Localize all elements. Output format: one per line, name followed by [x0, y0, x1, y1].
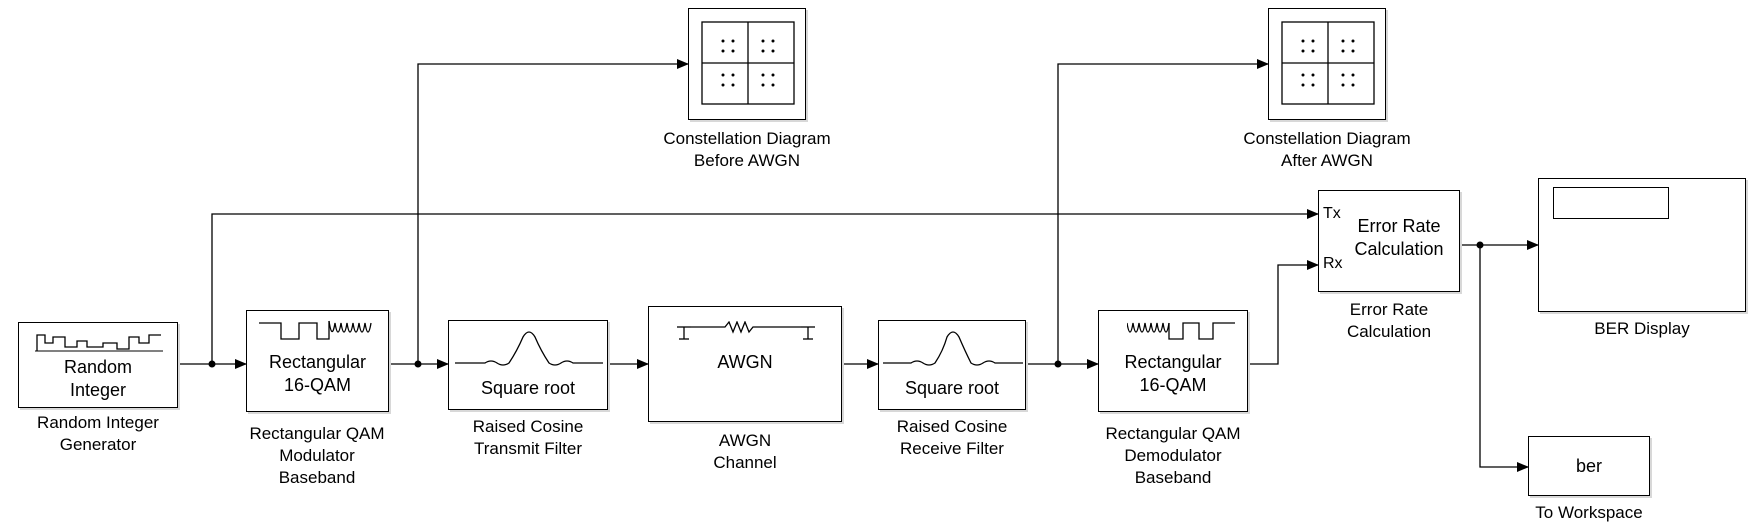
error-rate-text: Error Rate Calculation: [1354, 216, 1444, 259]
rx-filter-text: Square root: [904, 378, 1000, 398]
raised-cosine-icon: [455, 331, 603, 366]
qam-modulator-block[interactable]: Rectangular 16-QAM: [246, 310, 389, 412]
constellation-before-block[interactable]: [688, 8, 806, 120]
constellation-before-label: Constellation Diagram Before AWGN: [663, 129, 831, 170]
ber-display-block[interactable]: [1538, 178, 1746, 312]
constellation-after-label: Constellation Diagram After AWGN: [1243, 129, 1411, 170]
junction-dot: [1476, 241, 1484, 249]
to-workspace-text: ber: [1575, 456, 1602, 476]
random-integer-label: Random Integer Generator: [37, 413, 159, 454]
constellation-after-block[interactable]: [1268, 8, 1386, 120]
constellation-scope-icon: [1281, 21, 1375, 105]
wire-gen-to-tx: [211, 209, 1319, 364]
rx-filter-block[interactable]: Square root: [878, 320, 1026, 410]
random-integer-text: Random Integer: [63, 357, 133, 400]
ber-display-label: BER Display: [1594, 319, 1690, 338]
qam-modulator-text: Rectangular 16-QAM: [268, 352, 367, 395]
random-integer-block[interactable]: Random Integer: [18, 322, 178, 408]
error-rate-label: Error Rate Calculation: [1346, 300, 1432, 341]
awgn-label: AWGN Channel: [713, 431, 777, 472]
wire-demod-to-rx: [1248, 260, 1319, 365]
tx-filter-text: Square root: [480, 378, 576, 398]
tx-filter-label: Raised Cosine Transmit Filter: [472, 417, 584, 458]
qam-modulator-label: Rectangular QAM Modulator Baseband: [249, 424, 385, 487]
noise-channel-icon: [677, 321, 815, 340]
random-integer-icon: [35, 334, 163, 352]
error-rate-block[interactable]: Tx Rx Error Rate Calculation: [1318, 190, 1460, 292]
wire-rxfilter-to-const-after: [1057, 59, 1269, 364]
wire-mod-to-const-before: [417, 59, 689, 364]
raised-cosine-icon: [883, 331, 1023, 366]
display-value-field: [1553, 187, 1669, 219]
awgn-block[interactable]: AWGN: [648, 306, 842, 422]
demodulated-waveform-icon: [1127, 322, 1235, 340]
port-rx-label: Rx: [1323, 255, 1343, 272]
modulated-waveform-icon: [259, 320, 372, 340]
junction-dot: [414, 360, 422, 368]
wire-errrate-to-workspace: [1479, 245, 1529, 472]
to-workspace-block[interactable]: ber: [1528, 436, 1650, 496]
qam-demodulator-text: Rectangular 16-QAM: [1124, 352, 1222, 395]
tx-filter-block[interactable]: Square root: [448, 320, 608, 410]
junction-dot: [208, 360, 216, 368]
constellation-scope-icon: [701, 21, 795, 105]
awgn-text: AWGN: [717, 352, 773, 372]
qam-demodulator-block[interactable]: Rectangular 16-QAM: [1098, 310, 1248, 412]
rx-filter-label: Raised Cosine Receive Filter: [896, 417, 1008, 458]
to-workspace-label: To Workspace: [1535, 503, 1643, 522]
junction-dot: [1054, 360, 1062, 368]
qam-demodulator-label: Rectangular QAM Demodulator Baseband: [1105, 424, 1241, 487]
port-tx-label: Tx: [1323, 205, 1341, 222]
